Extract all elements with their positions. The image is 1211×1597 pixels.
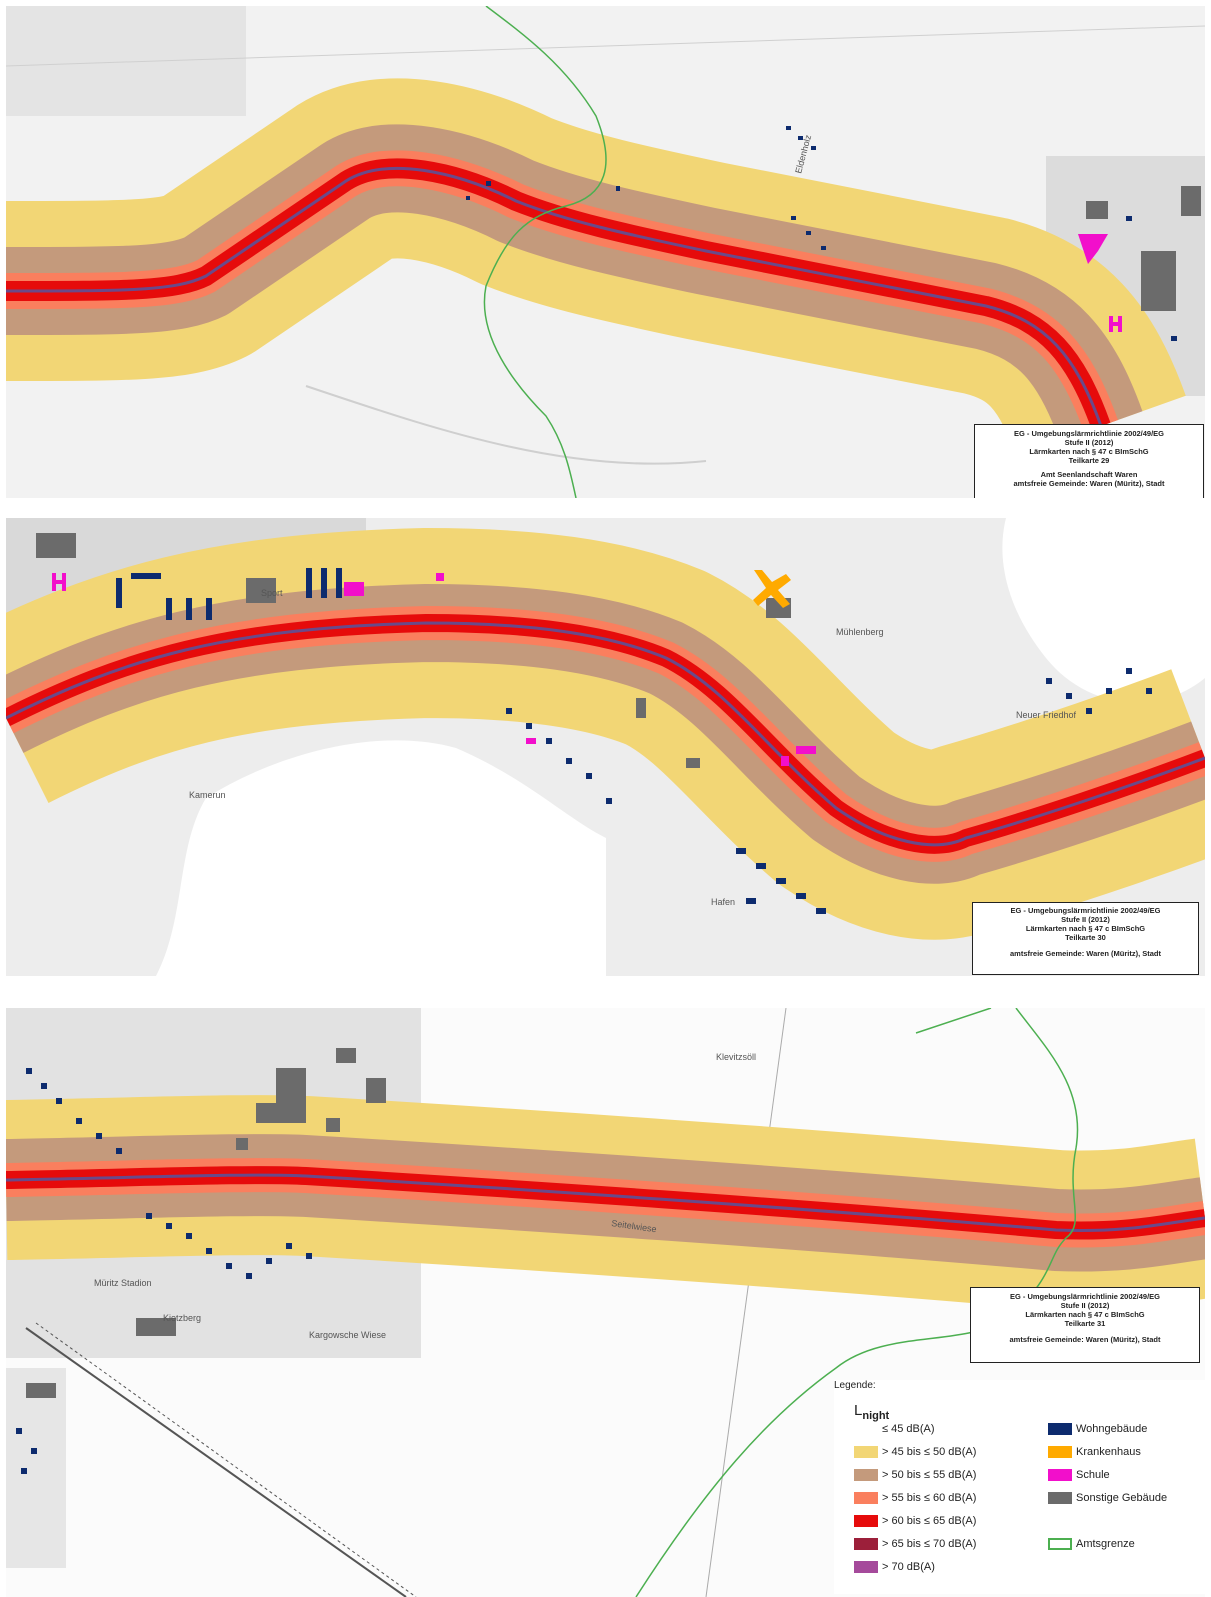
map-canvas-30: Mühlenberg Neuer Friedhof Kamerun Sport … (6, 518, 1205, 976)
title-line: Teilkarte 31 (1064, 1319, 1106, 1328)
legend-swatch (854, 1446, 878, 1458)
title-line (971, 1328, 1199, 1335)
title-line: Amt Seenlandschaft Waren (1040, 470, 1138, 479)
legend-swatch (1048, 1469, 1072, 1481)
legend-noise-label: > 55 bis ≤ 60 dB(A) (882, 1492, 977, 1504)
legend-boundary-row: Amtsgrenze (1048, 1537, 1135, 1551)
legend-noise-label: > 60 bis ≤ 65 dB(A) (882, 1515, 977, 1527)
title-box-teilkarte-29: EG - Umgebungslärmrichtlinie 2002/49/EG … (974, 424, 1204, 498)
title-line: Lärmkarten nach § 47 c BImSchG (1029, 447, 1149, 456)
title-line: EG - Umgebungslärmrichtlinie 2002/49/EG (1010, 906, 1161, 915)
legend-swatch (854, 1515, 878, 1527)
legend-noise-row: > 55 bis ≤ 60 dB(A) (854, 1491, 976, 1505)
legend-noise-label: > 70 dB(A) (882, 1561, 935, 1573)
legend-building-row: Sonstige Gebäude (1048, 1491, 1167, 1505)
place-label-kietzberg: Kietzberg (163, 1313, 201, 1323)
lnight-sub: night (862, 1410, 890, 1422)
legend-building-row: Krankenhaus (1048, 1445, 1141, 1459)
legend-building-label: Schule (1076, 1469, 1110, 1481)
legend-building-row: Wohngebäude (1048, 1422, 1147, 1436)
title-line: Lärmkarten nach § 47 c BImSchG (1025, 924, 1146, 933)
title-line: Teilkarte 30 (1065, 933, 1106, 942)
title-line: Teilkarte 29 (1068, 456, 1110, 465)
map-panel-teilkarte-29: Eldenholz EG - Umgebungslärmrichtlinie 2… (6, 6, 1205, 498)
map-panel-teilkarte-30: Mühlenberg Neuer Friedhof Kamerun Sport … (6, 518, 1205, 976)
lnight-main: L (854, 1402, 863, 1419)
legend-lnight-label: Lnight (854, 1402, 889, 1422)
legend-noise-label: > 45 bis ≤ 50 dB(A) (882, 1446, 977, 1458)
place-label-neuer-friedhof: Neuer Friedhof (1016, 710, 1077, 720)
title-line: Stufe II (2012) (1060, 1301, 1110, 1310)
place-label-kargowsche-wiese: Kargowsche Wiese (309, 1330, 386, 1340)
title-line: amtsfreie Gemeinde: Waren (Müritz), Stad… (1010, 949, 1161, 958)
title-line: Stufe II (2012) (1064, 438, 1114, 447)
hospital-building-30 (753, 570, 791, 608)
legend-swatch (854, 1492, 878, 1504)
map-canvas-29: Eldenholz (6, 6, 1205, 498)
place-label-kamerun: Kamerun (189, 790, 226, 800)
legend-swatch (1048, 1423, 1072, 1435)
title-line (973, 942, 1198, 949)
legend-swatch (854, 1561, 878, 1573)
title-line: EG - Umgebungslärmrichtlinie 2002/49/EG (1009, 1292, 1161, 1301)
legend-swatch (854, 1538, 878, 1550)
title-line: amtsfreie Gemeinde: Waren (Müritz), Stad… (1013, 479, 1165, 488)
legend-noise-row: > 45 bis ≤ 50 dB(A) (854, 1445, 976, 1459)
legend-noise-row: ≤ 45 dB(A) (854, 1422, 935, 1436)
legend-building-row: Schule (1048, 1468, 1110, 1482)
title-line: EG - Umgebungslärmrichtlinie 2002/49/EG (1013, 429, 1165, 438)
legend-swatch (1048, 1492, 1072, 1504)
legend-swatch (1048, 1446, 1072, 1458)
legend-building-label: Sonstige Gebäude (1076, 1492, 1168, 1504)
map-legend: Legende: Lnight ≤ 45 dB(A) > 45 bis ≤ 50… (834, 1380, 1205, 1594)
title-box-teilkarte-30: EG - Umgebungslärmrichtlinie 2002/49/EG … (972, 902, 1199, 975)
school-buildings-30 (52, 573, 816, 766)
title-line: Lärmkarten nach § 47 c BImSchG (1025, 1310, 1145, 1319)
legend-boundary-label: Amtsgrenze (1076, 1538, 1135, 1550)
place-label-mueritz-stadion: Müritz Stadion (94, 1278, 152, 1288)
legend-swatch-boundary (1048, 1538, 1072, 1550)
legend-swatch (854, 1423, 878, 1435)
title-box-teilkarte-31: EG - Umgebungslärmrichtlinie 2002/49/EG … (970, 1287, 1200, 1363)
map-panel-teilkarte-31: Klevitzsöll Seitelwiese Kietzberg Kargow… (6, 1008, 1205, 1597)
legend-noise-label: > 50 bis ≤ 55 dB(A) (882, 1469, 977, 1481)
legend-noise-label: ≤ 45 dB(A) (882, 1423, 935, 1435)
legend-swatch (854, 1469, 878, 1481)
map-canvas-31: Klevitzsöll Seitelwiese Kietzberg Kargow… (6, 1008, 1205, 1597)
place-label-klevitzsoll: Klevitzsöll (716, 1052, 756, 1062)
legend-noise-label: > 65 bis ≤ 70 dB(A) (882, 1538, 977, 1550)
school-buildings-29 (1078, 234, 1122, 332)
legend-noise-row: > 70 dB(A) (854, 1560, 935, 1574)
legend-building-label: Wohngebäude (1076, 1423, 1148, 1435)
legend-building-label: Krankenhaus (1076, 1446, 1141, 1458)
title-line: Stufe II (2012) (1061, 915, 1110, 924)
place-label-sport: Sport (261, 588, 283, 598)
place-label-hafen: Hafen (711, 897, 735, 907)
title-line: amtsfreie Gemeinde: Waren (Müritz), Stad… (1009, 1335, 1161, 1344)
place-label-muehlenberg: Mühlenberg (836, 627, 884, 637)
legend-noise-row: > 65 bis ≤ 70 dB(A) (854, 1537, 976, 1551)
legend-noise-row: > 50 bis ≤ 55 dB(A) (854, 1468, 976, 1482)
legend-noise-row: > 60 bis ≤ 65 dB(A) (854, 1514, 976, 1528)
legend-title: Legende: (834, 1380, 876, 1391)
